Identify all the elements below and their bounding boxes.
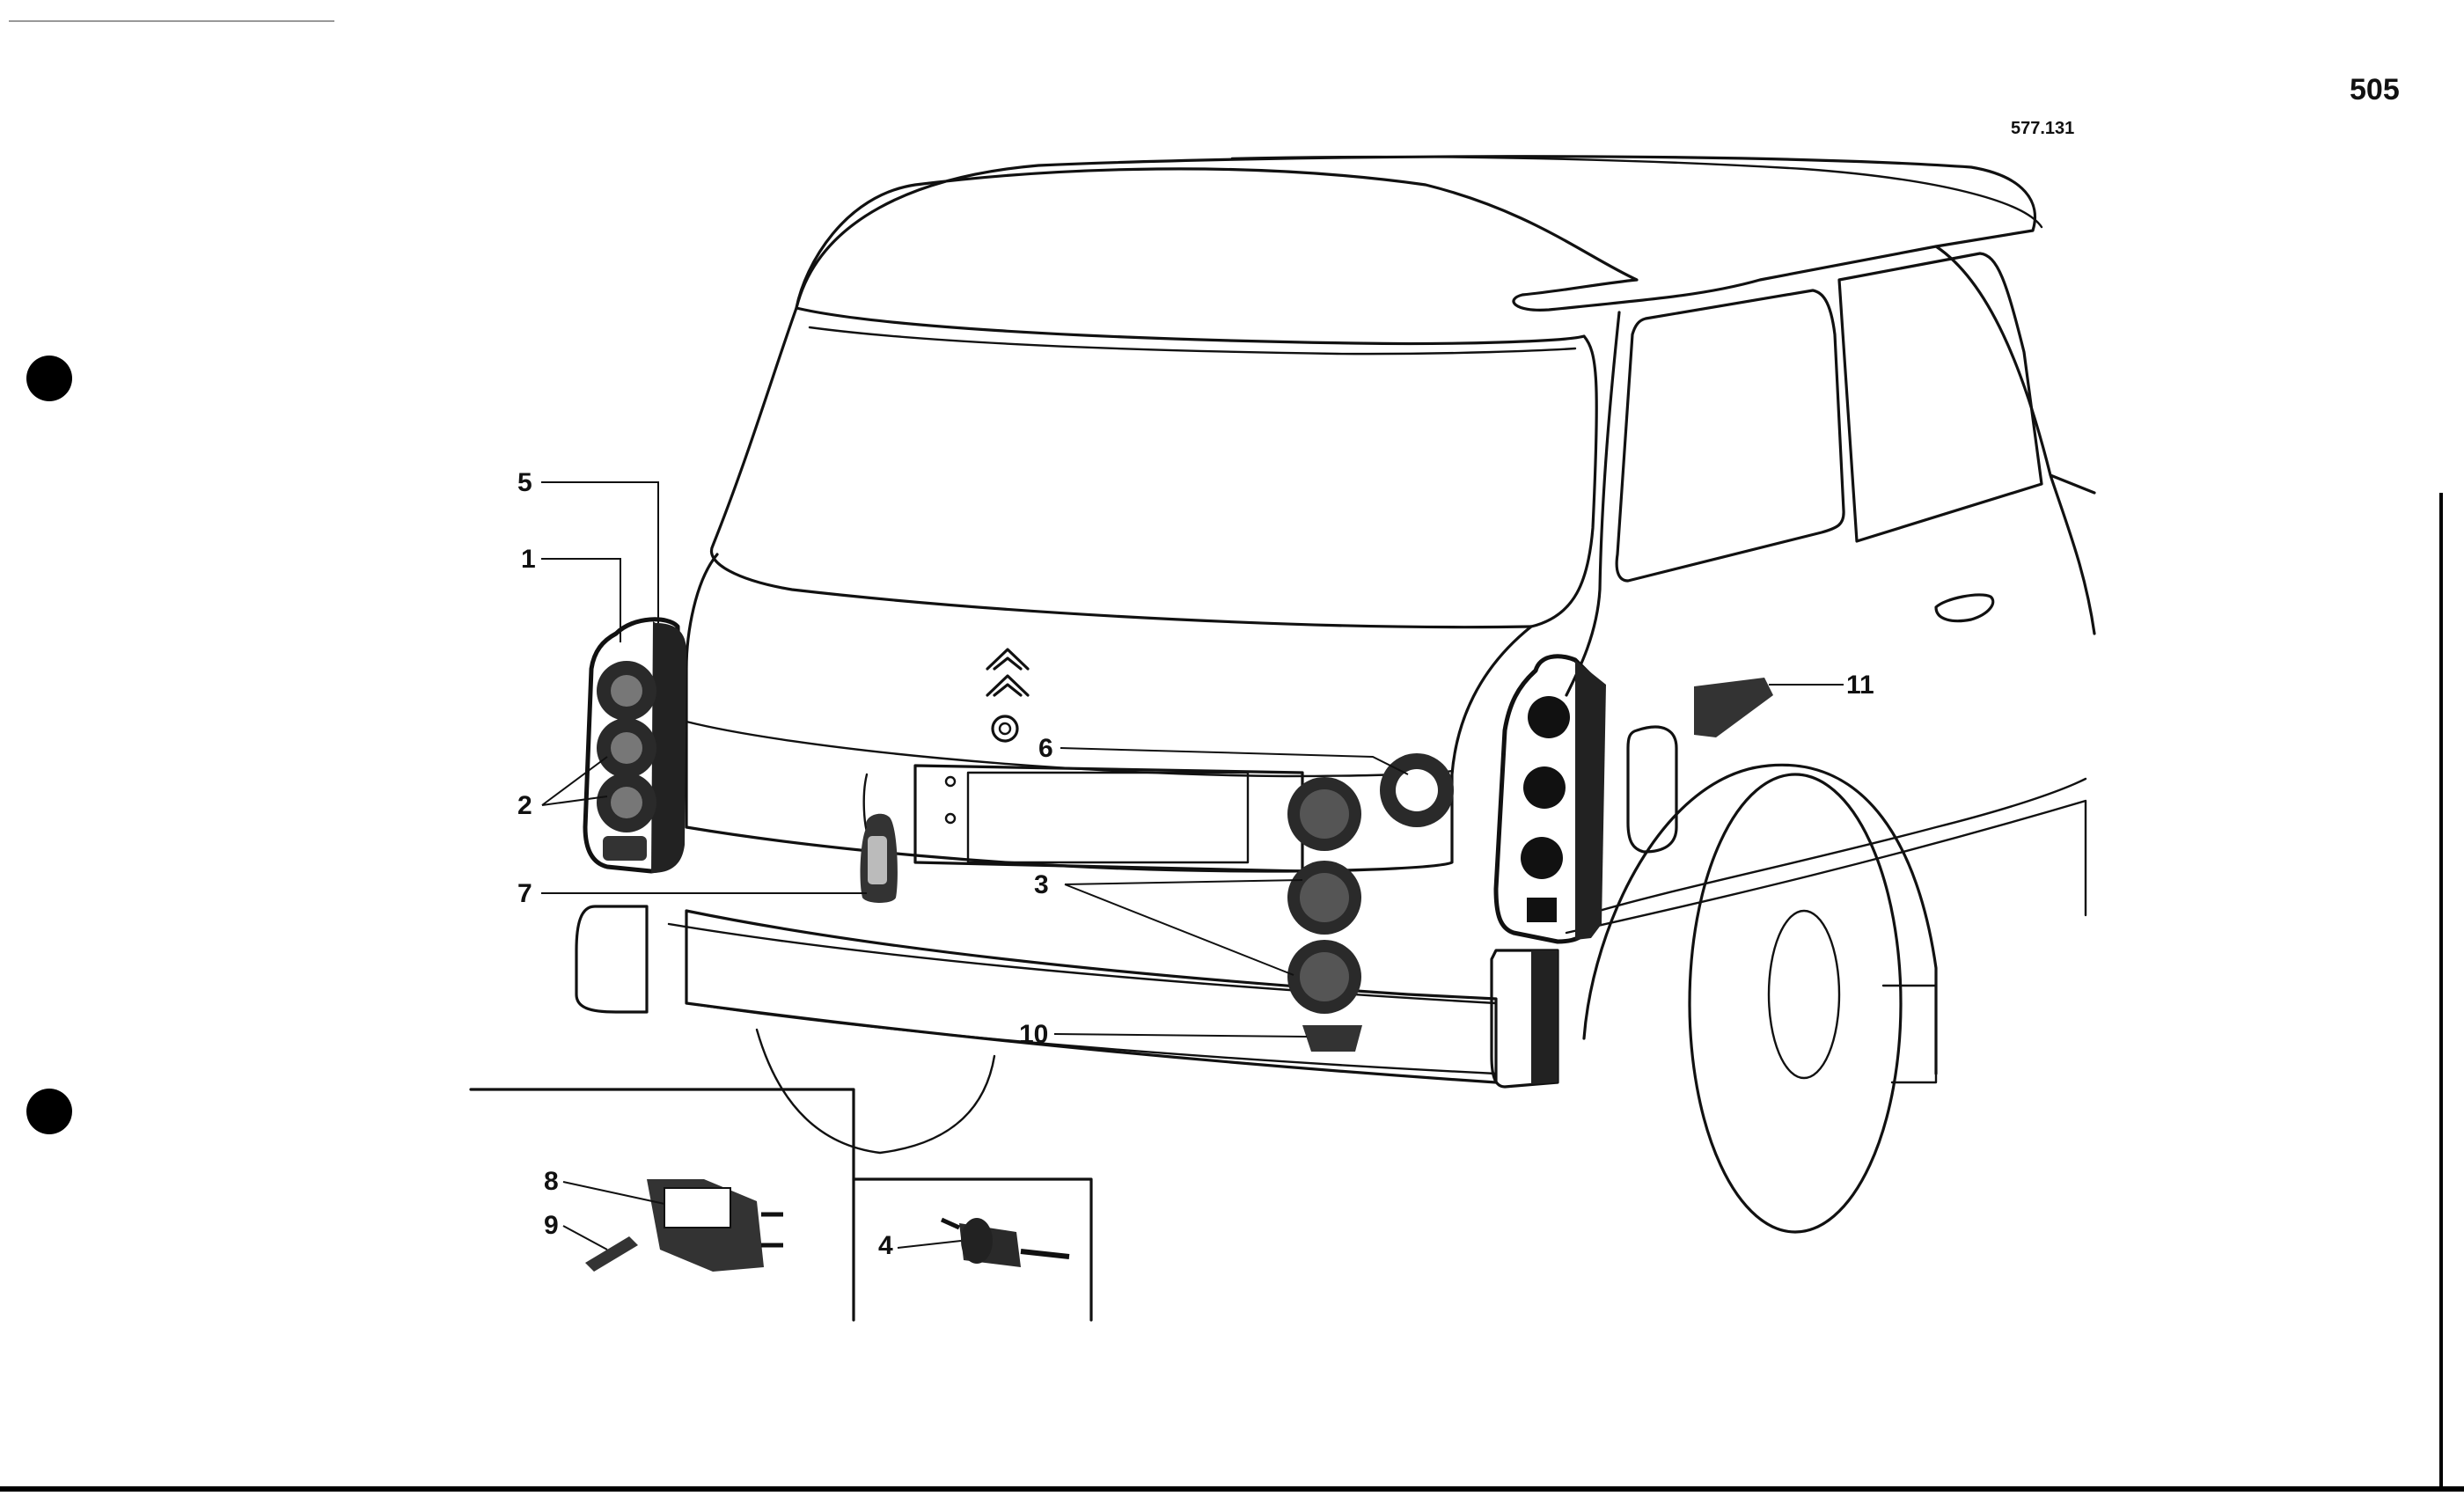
bumper-guard-right-shade	[1531, 950, 1558, 1084]
roof-outline	[795, 155, 2037, 312]
lamp-lens-2-center	[611, 732, 642, 764]
reversing-lamp	[1302, 1025, 1362, 1052]
leader-10	[1053, 1033, 1308, 1038]
rear-lamp-unit-1-lens	[1300, 789, 1349, 839]
car-rear-body	[575, 155, 2096, 1234]
lamp-lens-3-center	[611, 787, 642, 818]
callout-5: 5	[517, 468, 532, 497]
leader-9	[562, 1225, 608, 1250]
callout-7: 7	[517, 879, 532, 908]
rear-lamp-unit-2-lens	[1300, 873, 1349, 922]
leader-lines	[541, 481, 1844, 1250]
leader-2b	[541, 796, 608, 806]
stop-switch-terminal	[940, 1217, 961, 1230]
rear-wheel-tyre	[1688, 773, 1903, 1234]
callout-6: 6	[1038, 734, 1053, 763]
inset-box-outline-left	[469, 1088, 855, 1322]
body-crease	[1582, 777, 2087, 917]
bumper-guard-right	[1490, 949, 1559, 1089]
rear-window	[709, 306, 1598, 629]
rear-wheel-hub	[1767, 909, 1841, 1080]
callout-2: 2	[517, 791, 532, 820]
brand-chevron-upper	[986, 648, 1030, 671]
callout-labels: 5 1 2 7 6 3 10 11 8 9 4	[517, 468, 1874, 1260]
seal-ring-hole	[1396, 769, 1438, 811]
stop-switch-hex	[961, 1218, 993, 1264]
tail-lamp-right	[1493, 654, 1606, 944]
plate-frame	[966, 771, 1250, 864]
callout-1: 1	[521, 545, 536, 574]
rear-lamp-unit-3-lens	[1300, 952, 1349, 1001]
switch-spring	[585, 1236, 638, 1272]
tailgate-lock-core	[998, 722, 1012, 736]
plate-bolt-right	[944, 812, 957, 825]
plate-recess	[913, 764, 1304, 873]
switch-bracket	[664, 1187, 731, 1228]
callout-9: 9	[544, 1211, 559, 1240]
rear-wheel-arch	[1582, 763, 1938, 1075]
lamp-seal-ring	[1380, 753, 1454, 827]
bumper-guard-left	[575, 905, 649, 1014]
plate-bolt-left	[944, 775, 957, 788]
tail-lamp-right-shade	[1575, 660, 1606, 940]
binder-holes	[26, 356, 72, 1134]
binder-hole-top	[26, 356, 72, 401]
leader-5	[541, 481, 659, 623]
stop-light-switch	[940, 1217, 1070, 1267]
tailgate-lock	[991, 715, 1019, 743]
page-number: 505	[2350, 73, 2400, 106]
tailgate	[685, 553, 1533, 873]
lamp-socket-2	[1523, 766, 1566, 809]
tail-lamp-right-housing	[1493, 654, 1604, 944]
leader-4	[897, 1240, 962, 1249]
lamp-socket-3	[1521, 837, 1563, 879]
leader-2a	[541, 756, 608, 806]
side-window-front	[1615, 289, 1845, 583]
bumper-upper-edge	[667, 922, 1498, 1005]
rear-lamp-units	[1287, 777, 1361, 1014]
callout-8: 8	[544, 1167, 559, 1196]
inset-box-outline-right	[852, 1177, 1093, 1322]
drawing-reference: 577.131	[2011, 119, 2074, 138]
reflector-right-socket	[1527, 898, 1557, 922]
callout-3: 3	[1034, 870, 1049, 899]
fuel-flap	[1626, 725, 1678, 854]
brand-chevron-lower	[986, 674, 1030, 697]
rear-window-inner	[808, 326, 1577, 356]
tail-lamp-left-gasket	[651, 621, 686, 873]
tail-lamp-left-bulbs	[597, 661, 656, 832]
body-side-outline	[1565, 245, 2096, 697]
reflector-left	[603, 836, 647, 861]
mud-flap	[1881, 984, 1938, 1084]
plate-lamp-lens	[868, 836, 887, 884]
lamp-lens-1-center	[611, 675, 642, 707]
left-wheel-hint	[755, 1028, 996, 1155]
binder-hole-bottom	[26, 1089, 72, 1134]
body-lower-edge	[1565, 799, 2087, 935]
leader-6	[1060, 747, 1409, 775]
leader-8	[562, 1181, 665, 1205]
roof-rail	[1230, 155, 2043, 229]
callout-4: 4	[878, 1231, 893, 1260]
callout-11: 11	[1846, 671, 1874, 700]
plate-lamp	[860, 813, 898, 903]
inset-box-switch	[469, 1088, 1093, 1322]
tail-lamp-left	[583, 617, 686, 874]
lamp-socket-1	[1528, 696, 1570, 738]
stop-switch-plunger	[1020, 1249, 1070, 1259]
side-window-rear	[1837, 252, 2043, 543]
leader-3b	[1064, 884, 1294, 976]
bumper-lower-edge	[685, 1001, 1498, 1075]
side-marker-lamp	[1694, 678, 1773, 737]
door-handle	[1934, 593, 1995, 623]
callout-10: 10	[1019, 1020, 1048, 1049]
leader-3a	[1064, 879, 1303, 885]
leader-1	[541, 558, 621, 642]
